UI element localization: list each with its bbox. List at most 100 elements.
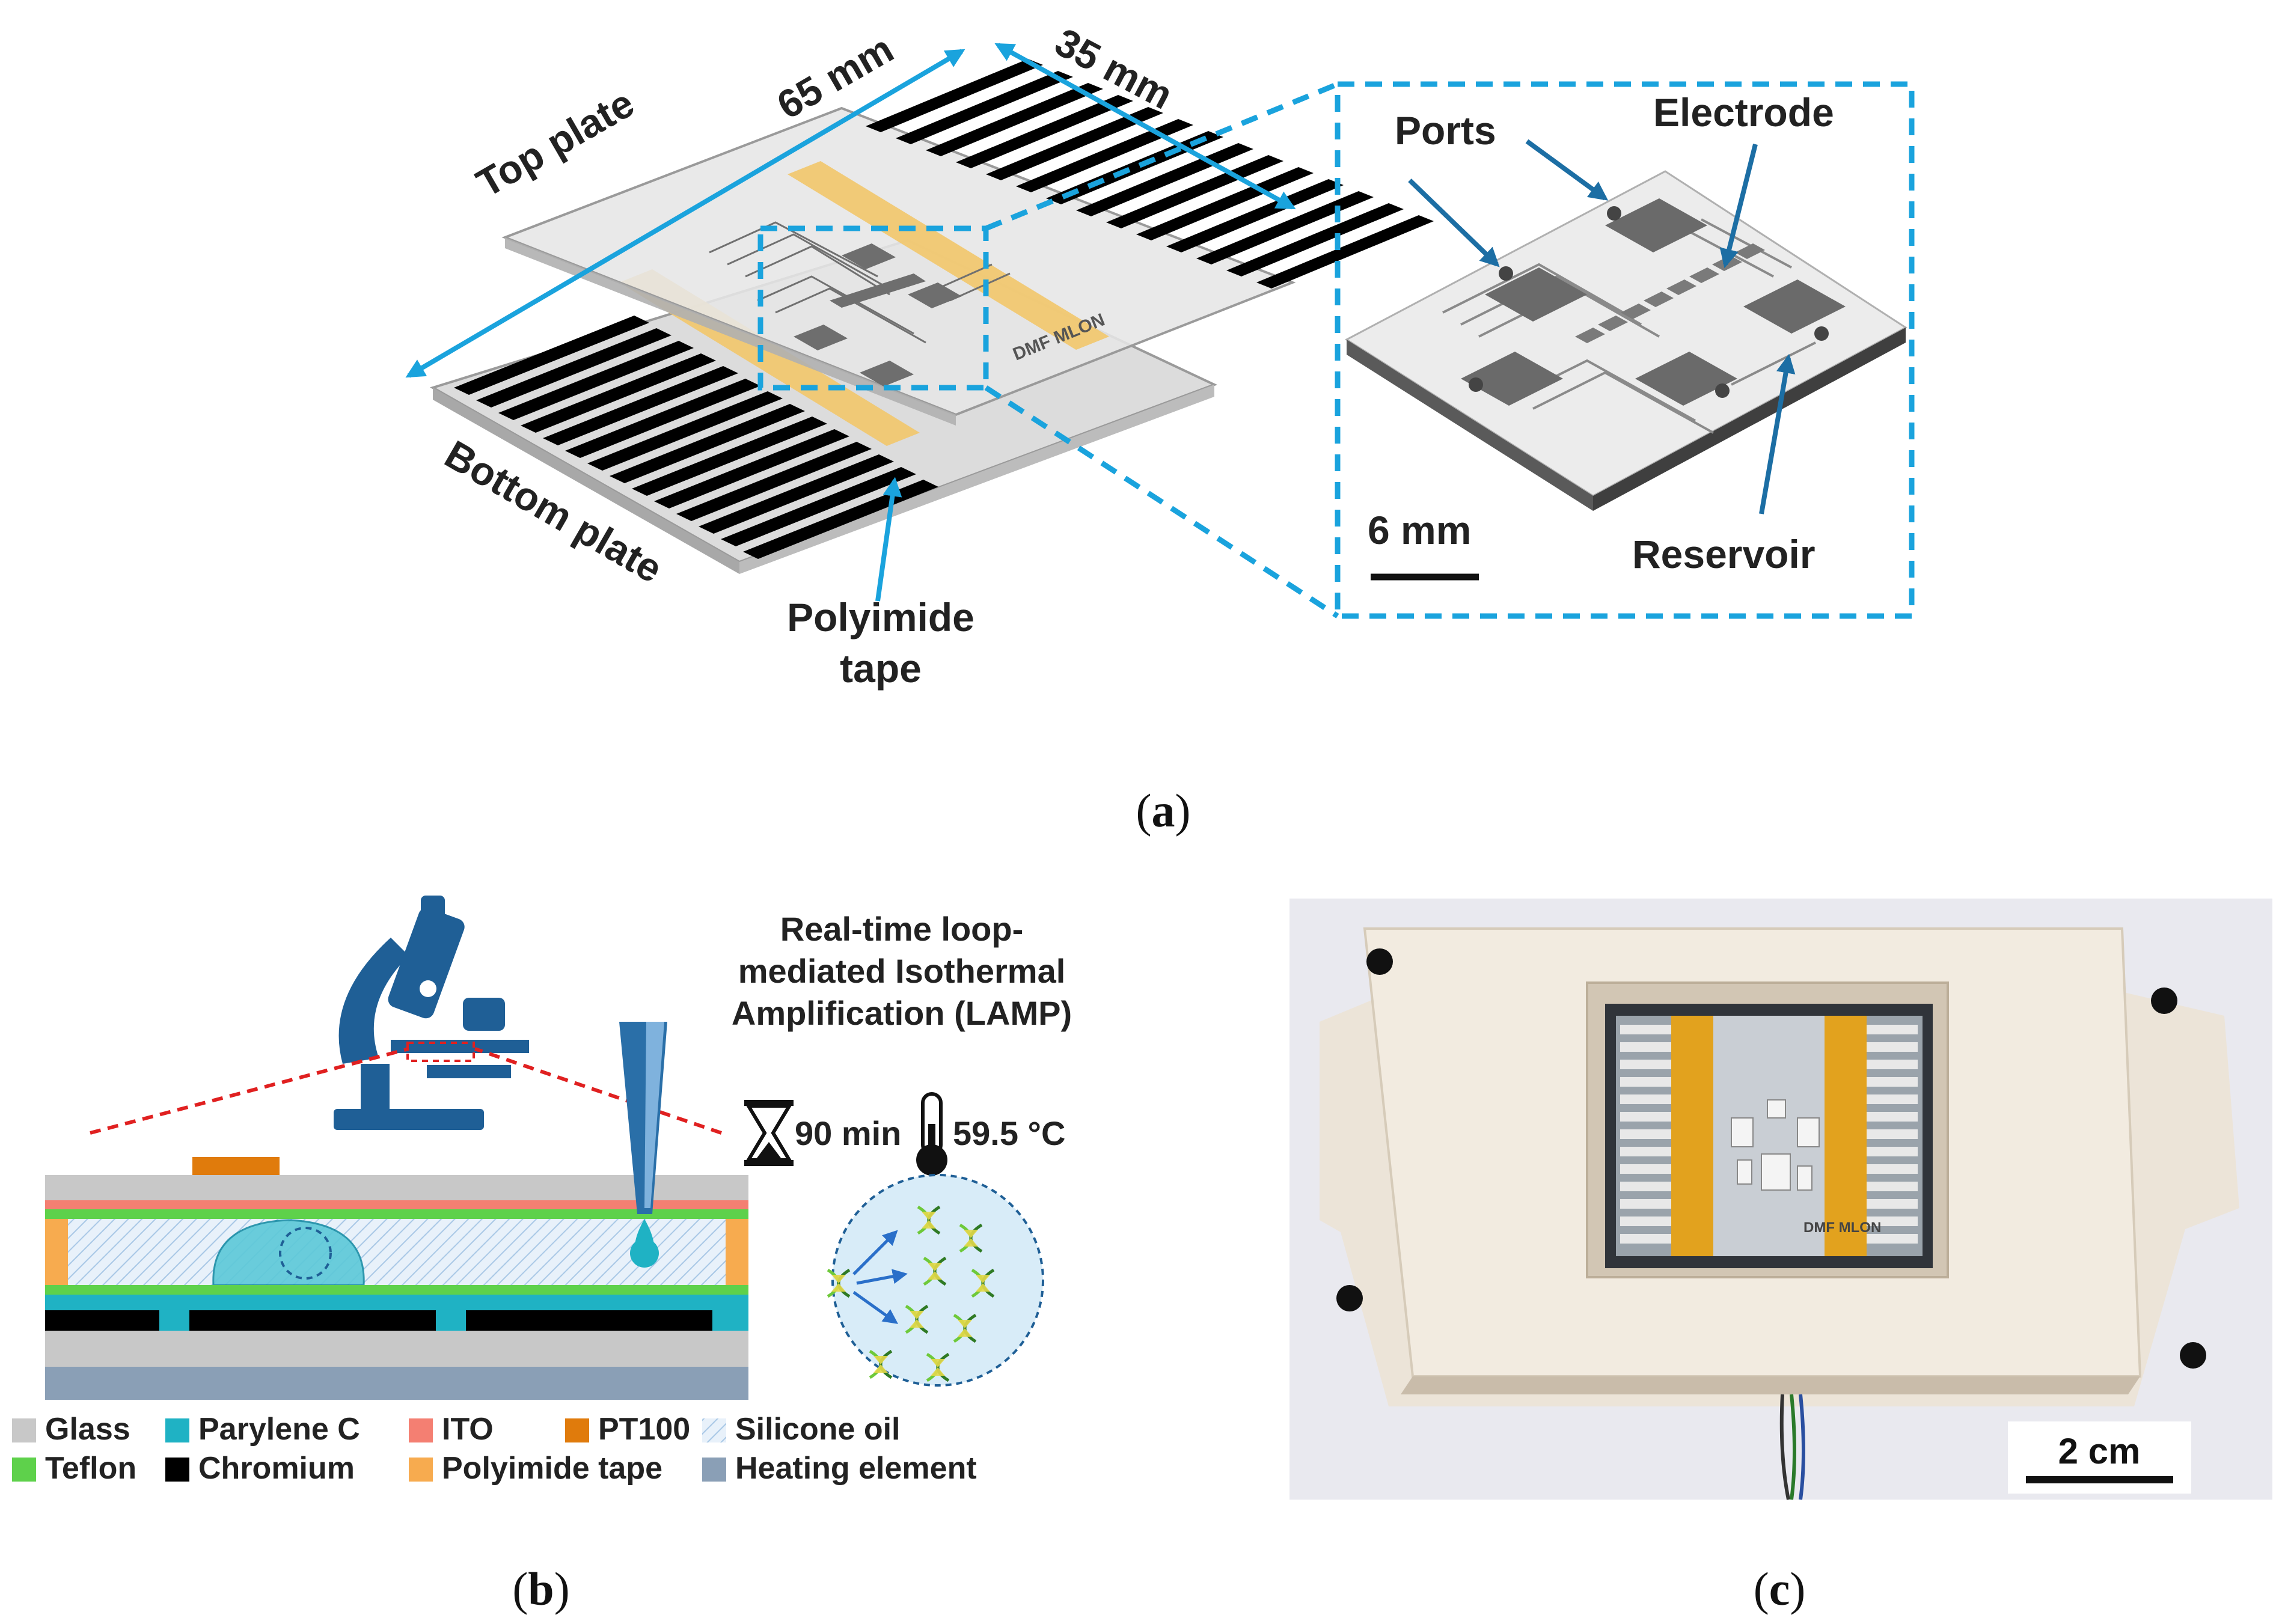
legend-swatch [409, 1458, 433, 1482]
dna-helix-icon [953, 1313, 977, 1343]
legend-swatch [165, 1418, 189, 1442]
zoom-inset-frame [1335, 81, 1915, 619]
legend-swatch [165, 1458, 189, 1482]
ports-label: Ports [1395, 108, 1496, 153]
bottom-contact-pad [610, 404, 805, 483]
lamp-title-line1: Real-time loop- [780, 910, 1023, 948]
inset-ports [1469, 206, 1829, 398]
photo-pad-right [1867, 1025, 1918, 1034]
width-dimension-arrow [994, 43, 1296, 210]
inset-electrode [1689, 267, 1719, 283]
legend-label: Glass [45, 1412, 130, 1447]
photo-pad-right [1867, 1042, 1918, 1052]
tape-left-photo [1671, 1016, 1713, 1256]
panel-c-caption: (c) [1754, 1563, 1806, 1615]
photo-pad-right [1867, 1060, 1918, 1069]
reservoir-label: Reservoir [1632, 532, 1816, 576]
reservoir-arrow [1759, 353, 1796, 514]
top-glass-layer [45, 1175, 748, 1200]
pipette-highlight [644, 1022, 664, 1208]
droplet-focus-circle [279, 1227, 332, 1280]
panel-a-caption: (a) [1136, 784, 1191, 837]
tape-pointer-arrow [875, 477, 902, 602]
tape-label-line2: tape [840, 646, 922, 691]
dna-helix-icon [917, 1205, 941, 1235]
ports-arrow-2 [1525, 139, 1609, 201]
panel-c: DMF MLON 2 cm (c) [1289, 899, 2272, 1615]
chip-electrodes-photo [1731, 1099, 1820, 1191]
bottom-contact-pad [699, 454, 894, 534]
bottom-glass-layer [45, 1331, 748, 1367]
bottom-contact-pad [721, 467, 916, 546]
hourglass-icon [744, 1100, 794, 1166]
legend-swatch [12, 1418, 36, 1442]
dna-helix-icon [827, 1268, 851, 1298]
photo-pad-right [1867, 1129, 1918, 1139]
dispensed-droplet-drop [630, 1239, 659, 1268]
zoom-line-right [474, 1047, 722, 1135]
bottom-contact-pad [565, 379, 760, 458]
bottom-contact-pad [676, 442, 872, 521]
inset-chip-front [1347, 340, 1593, 511]
inset-electrode [1575, 328, 1605, 343]
photo-pad-left [1620, 1077, 1671, 1087]
legend-label: Teflon [45, 1451, 136, 1486]
inset-electrode [1644, 292, 1674, 307]
photo-pad-left [1620, 1025, 1671, 1034]
bottom-contact-pad [587, 391, 783, 471]
panel-a: DMF MLON 65 mm 35 mm Top plate Bottom pl… [405, 19, 1915, 837]
microscope-focus-box [406, 1042, 475, 1062]
photo-pad-left [1620, 1129, 1671, 1139]
ports-arrow-1 [1408, 179, 1500, 267]
chromium-electrode-1 [45, 1310, 159, 1331]
time-label: 90 min [795, 1114, 901, 1152]
legend-swatch [409, 1418, 433, 1442]
inset-traces [1442, 218, 1816, 434]
bottom-plate-edge [433, 388, 739, 574]
microscope-knob-icon [420, 980, 436, 997]
bottom-contact-pad [632, 417, 827, 496]
photo-pad-left [1620, 1164, 1671, 1174]
top-teflon-layer [45, 1209, 748, 1219]
enclosure-shadow [1401, 1376, 2140, 1394]
bottom-teflon-layer [45, 1285, 748, 1295]
spacer-tape-left [45, 1219, 68, 1285]
dna-helix-icon [971, 1268, 995, 1298]
bottom-contact-pad [654, 429, 849, 508]
zoom-connector-bottom [984, 385, 1339, 618]
chromium-electrode-3 [466, 1310, 712, 1331]
photo-pad-right [1867, 1234, 1918, 1244]
amplification-arrows [852, 1230, 908, 1324]
dna-helix-icon [869, 1349, 893, 1379]
top-contact-pad [1166, 179, 1344, 252]
length-dimension-arrow [405, 49, 965, 378]
photo-pad-left [1620, 1147, 1671, 1156]
photo-chip-text: DMF MLON [1803, 1220, 1881, 1236]
photo-pad-left [1620, 1199, 1671, 1209]
dna-helix-icon [926, 1352, 950, 1382]
cable-icon [1779, 1394, 1805, 1500]
panel-b: Real-time loop- mediated Isothermal Ampl… [12, 896, 1072, 1615]
top-contact-pad [1226, 203, 1404, 276]
photo-pad-right [1867, 1199, 1918, 1209]
legend-label: ITO [442, 1412, 494, 1447]
photo-pad-right [1867, 1216, 1918, 1226]
panel-b-caption: (b) [512, 1563, 569, 1615]
top-contact-pad [1256, 215, 1434, 288]
legend-label: Silicone oil [735, 1412, 901, 1447]
tape-right-photo [1825, 1016, 1867, 1256]
heating-element-layer [45, 1367, 748, 1400]
screw-icons [1336, 948, 2206, 1369]
legend-label: Heating element [735, 1451, 977, 1486]
inset-reservoirs [1461, 198, 1846, 406]
photo-pad-left [1620, 1094, 1671, 1104]
dna-copies [827, 1205, 995, 1382]
photo-pad-right [1867, 1182, 1918, 1191]
inset-electrode [1598, 316, 1628, 331]
photo-pad-right [1867, 1077, 1918, 1087]
lamp-title-line3: Amplification (LAMP) [732, 994, 1072, 1032]
temp-label: 59.5 °C [953, 1114, 1065, 1152]
legend-swatch [12, 1458, 36, 1482]
photo-pad-right [1867, 1094, 1918, 1104]
